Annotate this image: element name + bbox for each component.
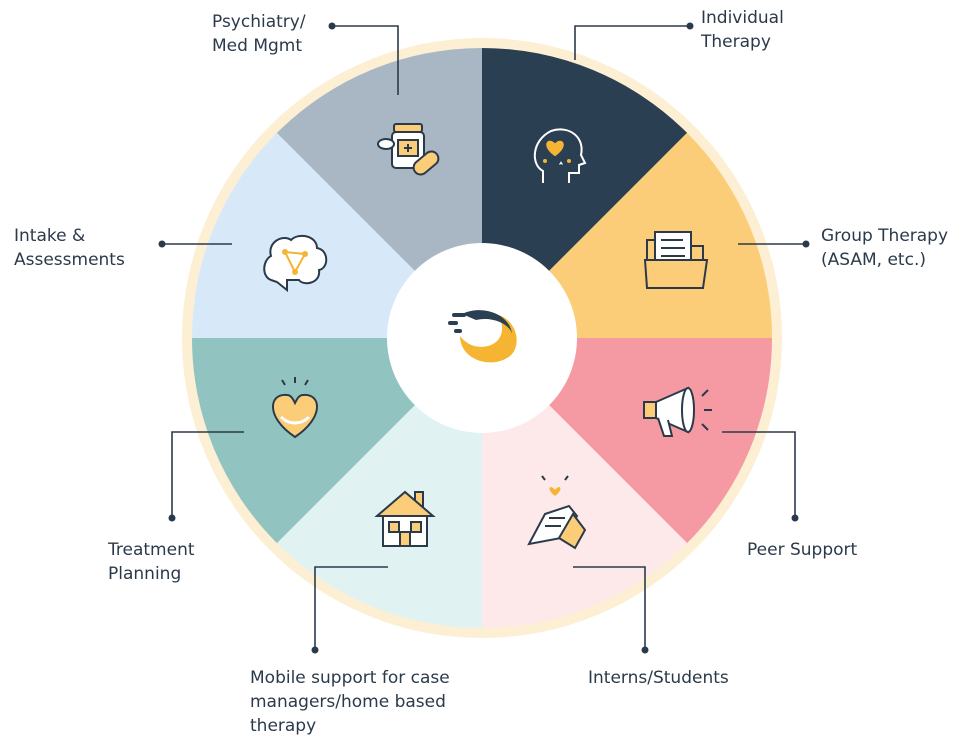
center-circle	[387, 243, 577, 433]
megaphone-icon	[643, 386, 712, 437]
label-line: Intake &	[14, 226, 86, 246]
label-treatment-planning: Treatment Planning	[108, 538, 195, 586]
label-intake-assessments: Intake & Assessments	[14, 224, 125, 272]
handshake-heart-icon	[527, 475, 587, 550]
label-line: Individual	[701, 8, 784, 28]
brain-network-icon	[263, 234, 328, 293]
pill-bottle-icon	[377, 123, 440, 176]
label-line: therapy	[250, 716, 317, 736]
label-individual-therapy: Individual Therapy	[701, 6, 784, 54]
leader-line-peer-support	[722, 431, 796, 518]
label-line: Treatment	[108, 540, 195, 560]
label-mobile-support: Mobile support for case managers/home ba…	[250, 666, 450, 738]
label-line: Group Therapy	[821, 226, 949, 246]
leader-line-psychiatry	[332, 25, 399, 95]
label-line: Interns/Students	[588, 668, 729, 688]
leader-dot-peer-support	[791, 514, 799, 522]
leader-line-interns-students	[573, 566, 646, 650]
label-group-therapy: Group Therapy (ASAM, etc.)	[821, 224, 948, 272]
label-line: Mobile support for case	[250, 668, 450, 688]
leader-line-treatment-planning	[171, 431, 244, 518]
label-line: Peer Support	[747, 540, 858, 560]
label-line: Assessments	[14, 250, 125, 270]
leader-dot-psychiatry	[328, 22, 336, 30]
label-psychiatry: Psychiatry/ Med Mgmt	[212, 10, 306, 58]
heart-icon	[272, 377, 318, 439]
head-heart-icon	[533, 128, 587, 183]
leader-dot-individual-therapy	[686, 22, 694, 30]
label-peer-support: Peer Support	[747, 538, 857, 562]
leader-dot-mobile-support	[311, 646, 319, 654]
label-line: Med Mgmt	[212, 36, 303, 56]
label-line: Therapy	[701, 32, 771, 52]
label-line: Planning	[108, 564, 182, 584]
label-interns-students: Interns/Students	[588, 666, 729, 690]
brand-swoosh-logo	[448, 310, 517, 363]
leader-dot-group-therapy	[802, 240, 810, 248]
house-icon	[374, 490, 436, 547]
label-line: Psychiatry/	[212, 12, 306, 32]
label-line: managers/home based	[250, 692, 446, 712]
leader-dot-intake-assessments	[158, 240, 166, 248]
leader-line-mobile-support	[314, 566, 388, 650]
leader-dot-treatment-planning	[168, 514, 176, 522]
label-line: (ASAM, etc.)	[821, 250, 926, 270]
leader-dot-interns-students	[641, 646, 649, 654]
folder-documents-icon	[643, 231, 709, 289]
leader-line-individual-therapy	[574, 25, 690, 60]
